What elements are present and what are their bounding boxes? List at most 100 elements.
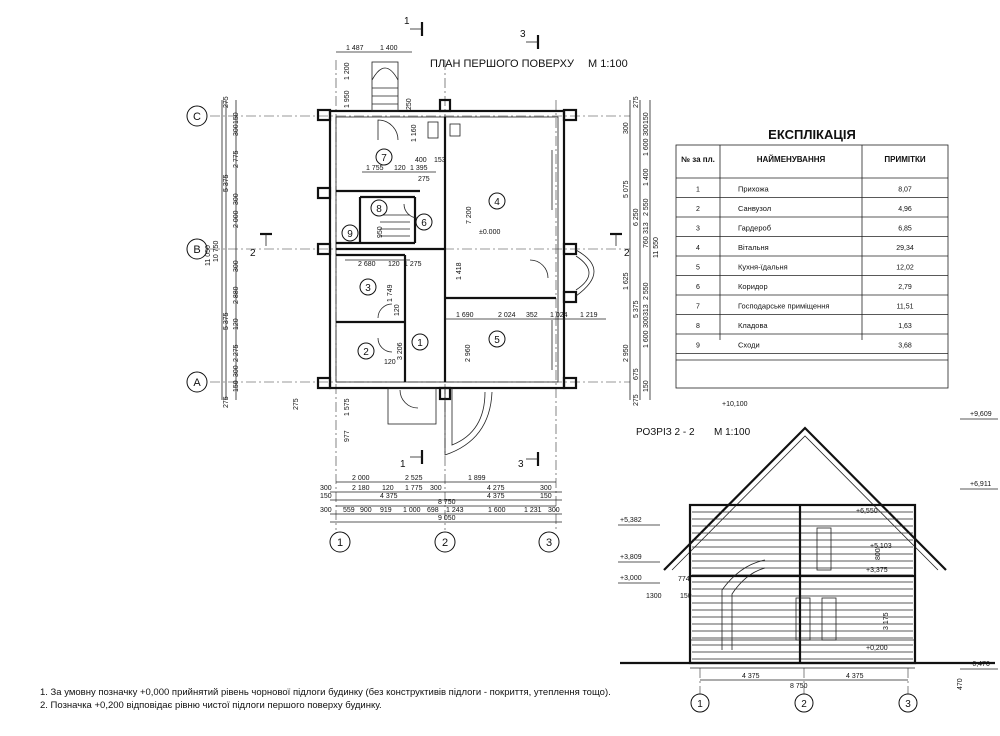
svg-text:2 525: 2 525 bbox=[405, 475, 423, 482]
svg-text:275: 275 bbox=[223, 396, 230, 408]
expl-cell-1-2: 8,07 bbox=[898, 187, 912, 194]
svg-text:300: 300 bbox=[548, 507, 560, 514]
svg-text:3 175: 3 175 bbox=[883, 612, 890, 630]
svg-text:2 180: 2 180 bbox=[352, 485, 370, 492]
svg-text:1: 1 bbox=[404, 16, 410, 27]
svg-text:5 375: 5 375 bbox=[223, 174, 230, 192]
svg-text:120: 120 bbox=[394, 304, 401, 316]
expl-cell-2-1: Санвузол bbox=[738, 204, 771, 213]
room-7: 7 bbox=[381, 153, 387, 164]
axis-b-bubble bbox=[186, 238, 208, 260]
svg-text:300: 300 bbox=[233, 193, 240, 205]
svg-text:+3,375: +3,375 bbox=[866, 567, 888, 574]
svg-text:+10,100: +10,100 bbox=[722, 401, 748, 408]
expl-cell-8-2: 1,63 bbox=[898, 323, 912, 330]
svg-text:+5,382: +5,382 bbox=[620, 517, 642, 524]
expl-cell-4-1: Вітальня bbox=[738, 243, 769, 252]
svg-text:300: 300 bbox=[233, 365, 240, 377]
svg-text:1 575: 1 575 bbox=[344, 398, 351, 416]
expl-header-notes: ПРИМІТКИ bbox=[884, 155, 925, 164]
svg-text:1 625: 1 625 bbox=[623, 272, 630, 290]
svg-text:1 000: 1 000 bbox=[403, 507, 421, 514]
svg-text:9 050: 9 050 bbox=[438, 515, 456, 522]
bottom-dimensions: 2 000 2 525 1 899 300 2 180 120 1 775 30… bbox=[320, 475, 562, 523]
expl-cell-9-2: 3,68 bbox=[898, 343, 912, 350]
inner-dimensions: 1 749 120 1 418 7 200 3 206 1 690 2 024 … bbox=[293, 206, 606, 442]
room-labels: 7 4 8 6 9 3 1 2 5 ±0.000 bbox=[341, 148, 506, 360]
expl-cell-4-0: 4 bbox=[696, 245, 700, 252]
expl-cell-1-0: 1 bbox=[696, 187, 700, 194]
svg-text:1 487: 1 487 bbox=[346, 45, 364, 52]
plan-walls bbox=[316, 61, 595, 456]
room-2: 2 bbox=[363, 347, 369, 358]
svg-text:4 375: 4 375 bbox=[380, 493, 398, 500]
svg-text:1 024: 1 024 bbox=[550, 312, 568, 319]
svg-text:1 400: 1 400 bbox=[643, 168, 650, 186]
svg-text:300: 300 bbox=[320, 485, 332, 492]
expl-cell-6-2: 2,79 bbox=[898, 284, 912, 291]
svg-text:1 775: 1 775 bbox=[405, 485, 423, 492]
svg-text:150: 150 bbox=[680, 593, 692, 600]
right-dimensions: 300 275 150 300 1 600 1 400 2 550 5 075 … bbox=[623, 96, 660, 406]
expl-cell-5-2: 12,02 bbox=[896, 265, 914, 272]
expl-cell-5-1: Кухня-їдальня bbox=[738, 263, 788, 272]
expl-cell-5-0: 5 bbox=[696, 265, 700, 272]
section-levels-right: +9,609 +6,911 +6,550 +5,103 +3,375 +0,20… bbox=[856, 411, 998, 670]
room-1: 1 bbox=[417, 338, 423, 349]
axis-2-label: 2 bbox=[442, 537, 448, 549]
svg-text:1 160: 1 160 bbox=[411, 124, 418, 142]
section-axis-3: 3 bbox=[905, 699, 911, 710]
axis-3-bubble bbox=[538, 531, 560, 553]
svg-text:977: 977 bbox=[344, 430, 351, 442]
svg-text:919: 919 bbox=[380, 507, 392, 514]
plan-scale: М 1:100 bbox=[588, 58, 628, 70]
svg-text:4 375: 4 375 bbox=[742, 673, 760, 680]
svg-text:275: 275 bbox=[418, 176, 430, 183]
svg-text:900: 900 bbox=[360, 507, 372, 514]
section-axis-1: 1 bbox=[697, 699, 703, 710]
floor-plan: ПЛАН ПЕРШОГО ПОВЕРХУ М 1:100 C B A 1 2 3… bbox=[186, 16, 660, 553]
room-5: 5 bbox=[494, 335, 500, 346]
svg-text:313: 313 bbox=[643, 222, 650, 234]
section-marks: 1 3 2 2 1 3 bbox=[250, 16, 630, 470]
svg-text:150: 150 bbox=[320, 493, 332, 500]
section-title: РОЗРІЗ 2 - 2 bbox=[636, 427, 695, 438]
svg-text:2 550: 2 550 bbox=[643, 282, 650, 300]
svg-text:2 680: 2 680 bbox=[358, 261, 376, 268]
svg-text:2 024: 2 024 bbox=[498, 312, 516, 319]
svg-text:150: 150 bbox=[233, 112, 240, 124]
svg-text:120: 120 bbox=[233, 318, 240, 330]
svg-text:1 749: 1 749 bbox=[387, 284, 394, 302]
svg-text:2 275: 2 275 bbox=[233, 344, 240, 362]
expl-header-name: НАЙМЕНУВАННЯ bbox=[757, 155, 826, 164]
notes: 1. За умовну позначку +0,000 прийнятий р… bbox=[40, 686, 700, 712]
svg-text:300: 300 bbox=[643, 316, 650, 328]
svg-text:10 750: 10 750 bbox=[213, 240, 220, 262]
left-dimensions: 275 150 300 2 775 5 375 2 000 300 10 750… bbox=[205, 96, 422, 408]
svg-text:400: 400 bbox=[415, 157, 427, 164]
svg-text:+6,550: +6,550 bbox=[856, 508, 878, 515]
svg-text:150: 150 bbox=[643, 380, 650, 392]
expl-cell-8-0: 8 bbox=[696, 323, 700, 330]
svg-text:275: 275 bbox=[633, 394, 640, 406]
svg-text:2 775: 2 775 bbox=[233, 150, 240, 168]
section-scale: М 1:100 bbox=[714, 427, 751, 438]
svg-text:313: 313 bbox=[643, 304, 650, 316]
room-4: 4 bbox=[494, 197, 500, 208]
svg-text:300: 300 bbox=[643, 124, 650, 136]
svg-text:2 000: 2 000 bbox=[233, 210, 240, 228]
expl-cell-2-2: 4,96 bbox=[898, 206, 912, 213]
expl-cell-3-2: 6,85 bbox=[898, 226, 912, 233]
svg-text:1 600: 1 600 bbox=[488, 507, 506, 514]
svg-text:3: 3 bbox=[520, 29, 526, 40]
room-8: 8 bbox=[376, 204, 382, 215]
svg-text:300: 300 bbox=[320, 507, 332, 514]
expl-cell-7-1: Господарське приміщення bbox=[738, 302, 829, 311]
explication-table: ЕКСПЛІКАЦІЯ № за пл. НАЙМЕНУВАННЯ ПРИМІТ… bbox=[675, 127, 949, 389]
section-view: РОЗРІЗ 2 - 2 М 1:100 1 2 3 bbox=[618, 401, 998, 713]
svg-text:120: 120 bbox=[388, 261, 400, 268]
svg-text:950: 950 bbox=[377, 226, 384, 238]
svg-text:1 950: 1 950 bbox=[344, 90, 351, 108]
svg-text:675: 675 bbox=[633, 368, 640, 380]
